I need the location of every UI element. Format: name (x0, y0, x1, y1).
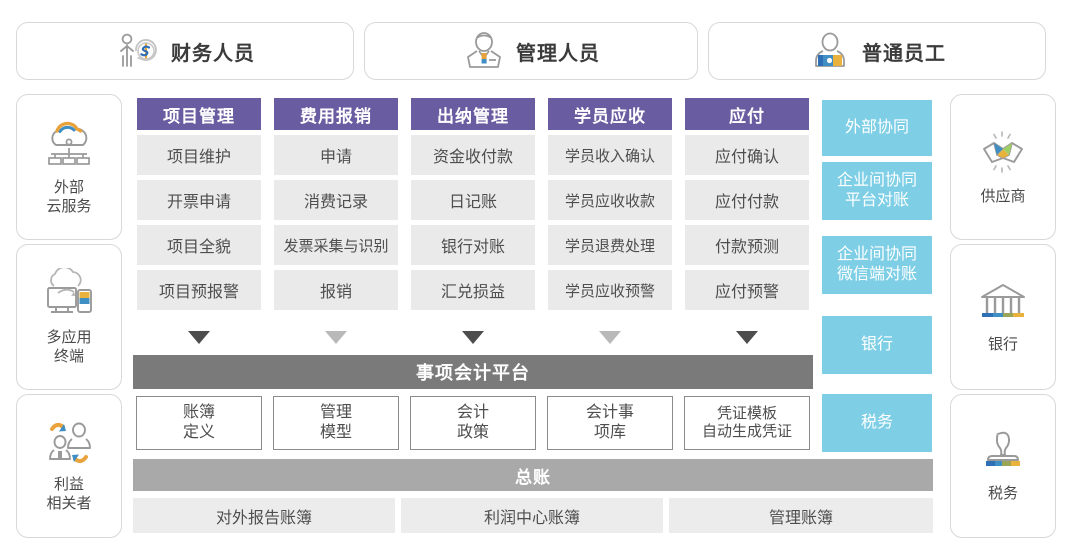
sidecard-external-cloud[interactable]: 外部云服务 (16, 94, 122, 240)
external-item-label: 银行 (860, 336, 893, 353)
persona-label: 普通员工 (862, 42, 946, 65)
handshake-supplier-icon (972, 127, 1034, 184)
flow-arrow-0 (188, 331, 210, 344)
module-item[interactable]: 发票采集与识别 (274, 225, 398, 265)
platform-feature-label: 账簿定义 (182, 404, 215, 441)
sidecard-label: 外部云服务 (46, 179, 92, 215)
external-item-label: 企业间协同微信端对账 (836, 246, 917, 283)
persona-card-finance[interactable]: 财务人员 (16, 22, 354, 80)
platform-feature-0[interactable]: 账簿定义 (136, 396, 262, 450)
sidecard-tax[interactable]: 税务 (950, 394, 1056, 538)
finance-person-icon (115, 31, 161, 71)
external-item-label: 外部协同 (844, 119, 909, 136)
persona-card-manager[interactable]: 管理人员 (364, 22, 698, 80)
module-header-2[interactable]: 出纳管理 (411, 98, 535, 130)
ledger-bar: 总账 (133, 459, 933, 491)
sidecard-label: 利益相关者 (46, 476, 92, 512)
flow-arrow-4 (736, 331, 758, 344)
module-item[interactable]: 日记账 (411, 180, 535, 220)
platform-feature-2[interactable]: 会计政策 (410, 396, 536, 450)
module-header-0[interactable]: 项目管理 (137, 98, 261, 130)
stakeholder-icon (38, 419, 100, 472)
module-item[interactable]: 学员退费处理 (548, 225, 672, 265)
module-header-3[interactable]: 学员应收 (548, 98, 672, 130)
module-item[interactable]: 项目全貌 (137, 225, 261, 265)
sidecard-label: 多应用终端 (46, 329, 92, 365)
employee-person-icon (808, 31, 852, 71)
persona-label: 管理人员 (516, 42, 600, 65)
ledger-book-1[interactable]: 利润中心账簿 (401, 498, 663, 533)
external-item-4[interactable]: 税务 (822, 394, 932, 452)
external-item-label: 企业间协同平台对账 (836, 172, 917, 209)
platform-bar: 事项会计平台 (133, 355, 813, 389)
sidecard-multi-terminal[interactable]: 多应用终端 (16, 244, 122, 390)
platform-feature-label: 凭证模板自动生成凭证 (701, 404, 792, 440)
sidecard-label: 银行 (987, 336, 1018, 354)
module-item[interactable]: 学员收入确认 (548, 135, 672, 175)
platform-feature-label: 会计政策 (456, 404, 489, 441)
flow-arrow-1 (325, 331, 347, 344)
module-item[interactable]: 资金收付款 (411, 135, 535, 175)
module-item[interactable]: 应付预警 (685, 270, 809, 310)
manager-person-icon (462, 31, 506, 71)
flow-arrow-2 (462, 331, 484, 344)
platform-feature-label: 会计事项库 (585, 404, 634, 441)
module-item[interactable]: 汇兑损益 (411, 270, 535, 310)
module-item[interactable]: 学员应收预警 (548, 270, 672, 310)
platform-feature-4[interactable]: 凭证模板自动生成凭证 (684, 396, 810, 450)
bank-icon (974, 279, 1032, 332)
sidecard-label: 税务 (987, 485, 1018, 503)
module-item[interactable]: 应付付款 (685, 180, 809, 220)
module-header-4[interactable]: 应付 (685, 98, 809, 130)
tax-stamp-icon (974, 428, 1032, 481)
flow-arrow-3 (599, 331, 621, 344)
sidecard-stakeholder[interactable]: 利益相关者 (16, 394, 122, 538)
external-item-1[interactable]: 企业间协同平台对账 (822, 162, 932, 220)
ledger-book-0[interactable]: 对外报告账簿 (133, 498, 395, 533)
module-item[interactable]: 银行对账 (411, 225, 535, 265)
platform-feature-1[interactable]: 管理模型 (273, 396, 399, 450)
module-item[interactable]: 项目维护 (137, 135, 261, 175)
sidecard-label: 供应商 (980, 188, 1026, 206)
multi-device-terminal-icon (38, 266, 100, 325)
persona-label: 财务人员 (171, 42, 255, 65)
platform-feature-label: 管理模型 (319, 404, 352, 441)
module-header-1[interactable]: 费用报销 (274, 98, 398, 130)
external-item-0[interactable]: 外部协同 (822, 100, 932, 156)
persona-card-employee[interactable]: 普通员工 (708, 22, 1046, 80)
module-item[interactable]: 开票申请 (137, 180, 261, 220)
ledger-book-2[interactable]: 管理账簿 (669, 498, 933, 533)
external-item-2[interactable]: 企业间协同微信端对账 (822, 236, 932, 294)
external-item-3[interactable]: 银行 (822, 316, 932, 374)
module-item[interactable]: 应付确认 (685, 135, 809, 175)
module-item[interactable]: 申请 (274, 135, 398, 175)
sidecard-supplier[interactable]: 供应商 (950, 94, 1056, 240)
module-item[interactable]: 项目预报警 (137, 270, 261, 310)
module-item[interactable]: 付款预测 (685, 225, 809, 265)
module-item[interactable]: 消费记录 (274, 180, 398, 220)
external-item-label: 税务 (860, 414, 893, 431)
module-item[interactable]: 报销 (274, 270, 398, 310)
module-item[interactable]: 学员应收收款 (548, 180, 672, 220)
cloud-service-icon (38, 118, 100, 175)
platform-feature-3[interactable]: 会计事项库 (547, 396, 673, 450)
sidecard-bank[interactable]: 银行 (950, 244, 1056, 390)
